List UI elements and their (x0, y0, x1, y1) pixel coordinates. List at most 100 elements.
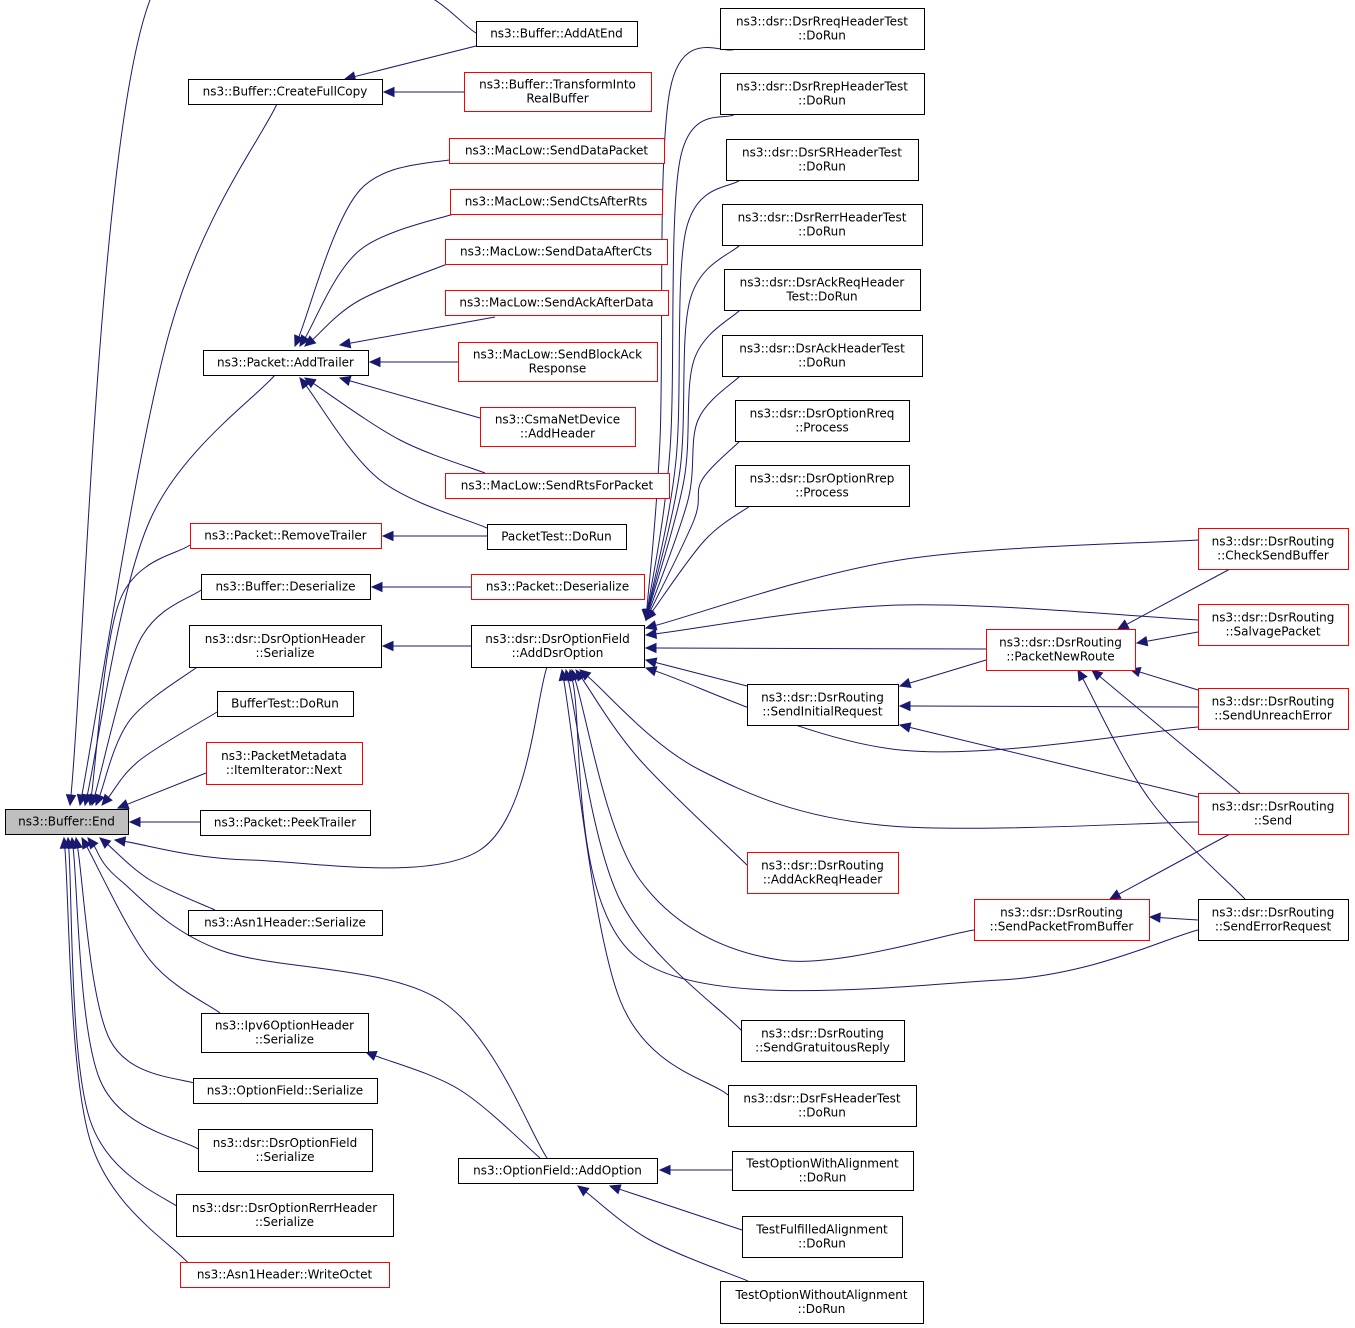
node-dsrrerrser[interactable]: ns3::dsr::DsrOptionRerrHeader::Serialize (176, 1194, 394, 1237)
node-rrepproc[interactable]: ns3::dsr::DsrOptionRrep::Process (735, 465, 910, 507)
edge-line (649, 440, 741, 612)
node-label: ns3::dsr::DsrRouting (761, 691, 884, 705)
node-box (487, 524, 627, 550)
edge-salvage-to-adddsroption (644, 604, 1199, 640)
node-label: ns3::Packet::Deserialize (486, 580, 629, 594)
edge-line (1159, 917, 1199, 921)
node-csma[interactable]: ns3::CsmaNetDevice::AddHeader (480, 407, 636, 447)
node-label: ns3::MacLow::SendDataPacket (465, 144, 648, 158)
edge-adddsroption-to-end (113, 666, 548, 869)
node-testwithout[interactable]: TestOptionWithoutAlignment::DoRun (720, 1281, 924, 1324)
node-box (5, 809, 129, 835)
node-sendpktbuf[interactable]: ns3::dsr::DsrRouting::SendPacketFromBuff… (974, 899, 1150, 941)
node-box (458, 342, 658, 382)
node-packettest[interactable]: PacketTest::DoRun (487, 524, 627, 550)
node-box (189, 625, 382, 668)
edge-line (574, 679, 975, 962)
node-sendctsafterrts[interactable]: ns3::MacLow::SendCtsAfterRts (450, 189, 663, 215)
node-dsrofser[interactable]: ns3::dsr::DsrOptionField::Serialize (198, 1129, 373, 1172)
node-label: ns3::PacketMetadata (221, 749, 347, 763)
node-sendackafterdata[interactable]: ns3::MacLow::SendAckAfterData (445, 290, 669, 316)
edge-line (651, 505, 751, 613)
node-adddsroption[interactable]: ns3::dsr::DsrOptionField::AddDsrOption (471, 625, 645, 668)
node-box (206, 742, 363, 785)
node-label: ::DoRun (798, 1302, 846, 1316)
node-box (720, 73, 925, 115)
edge-writeoctet-to-end (59, 836, 191, 1266)
node-box (974, 899, 1150, 941)
edge-line (571, 679, 1199, 992)
node-asn1ser[interactable]: ns3::Asn1Header::Serialize (188, 910, 383, 936)
edge-arrowhead (81, 836, 92, 850)
node-fstest[interactable]: ns3::dsr::DsrFsHeaderTest::DoRun (728, 1085, 917, 1127)
node-label: ::DoRun (798, 356, 846, 370)
node-rerrtest[interactable]: ns3::dsr::DsrRerrHeaderTest::DoRun (722, 204, 923, 246)
node-rreptest[interactable]: ns3::dsr::DsrRrepHeaderTest::DoRun (720, 73, 925, 115)
node-senderrreq[interactable]: ns3::dsr::DsrRouting::SendErrorRequest (1198, 899, 1349, 941)
edge-line (647, 244, 741, 611)
node-buffertest[interactable]: BufferTest::DoRun (217, 691, 354, 717)
edge-rrepproc-to-adddsroption (645, 505, 751, 621)
node-pktmeta[interactable]: ns3::PacketMetadata::ItemIterator::Next (206, 742, 363, 785)
node-addoption[interactable]: ns3::OptionField::AddOption (458, 1158, 658, 1184)
edge-arrowhead (644, 657, 658, 668)
node-acktest[interactable]: ns3::dsr::DsrAckHeaderTest::DoRun (722, 335, 923, 377)
node-createfullcopy[interactable]: ns3::Buffer::CreateFullCopy (188, 79, 383, 105)
node-senddataaftercts[interactable]: ns3::MacLow::SendDataAfterCts (445, 239, 668, 265)
edge-layer (59, 0, 1246, 1282)
node-label: ::DoRun (799, 1171, 847, 1185)
edge-arrowhead (113, 836, 127, 847)
node-writeoctet[interactable]: ns3::Asn1Header::WriteOctet (180, 1262, 390, 1288)
node-box (188, 910, 383, 936)
node-dsrohser[interactable]: ns3::dsr::DsrOptionHeader::Serialize (189, 625, 382, 668)
node-addackreq[interactable]: ns3::dsr::DsrRouting::AddAckReqHeader (747, 852, 899, 894)
node-label: ns3::MacLow::SendAckAfterData (459, 296, 653, 310)
node-peektrailer[interactable]: ns3::Packet::PeekTrailer (200, 810, 371, 836)
node-label: ::SalvagePacket (1225, 625, 1320, 639)
node-sendgrat[interactable]: ns3::dsr::DsrRouting::SendGratuitousRepl… (741, 1020, 905, 1062)
edge-send-to-pktnewroute (1091, 669, 1241, 794)
node-end[interactable]: ns3::Buffer::End (5, 809, 129, 835)
node-pktnewroute[interactable]: ns3::dsr::DsrRouting::PacketNewRoute (986, 629, 1136, 671)
node-salvage[interactable]: ns3::dsr::DsrRouting::SalvagePacket (1198, 604, 1349, 646)
edge-ipv6ser-to-end (81, 836, 221, 1014)
node-testfulfilled[interactable]: TestFulfilledAlignment::DoRun (742, 1216, 903, 1258)
edge-sendctsafterrts-to-addtrailer (299, 211, 461, 348)
node-addatend[interactable]: ns3::Buffer::AddAtEnd (476, 21, 638, 47)
node-ipv6ser[interactable]: ns3::Ipv6OptionHeader::Serialize (201, 1013, 369, 1053)
node-rreqproc[interactable]: ns3::dsr::DsrOptionRreq::Process (735, 400, 910, 442)
node-label: ns3::dsr::DsrRouting (1212, 535, 1335, 549)
edge-line (587, 676, 1199, 829)
node-label: ns3::dsr::DsrRouting (1212, 695, 1335, 709)
node-senddatapacket[interactable]: ns3::MacLow::SendDataPacket (449, 138, 665, 164)
node-box (724, 269, 921, 311)
edge-addackreq-to-adddsroption (575, 669, 748, 866)
node-sendunreach[interactable]: ns3::dsr::DsrRouting::SendUnreachError (1198, 688, 1349, 730)
node-removetrailer[interactable]: ns3::Packet::RemoveTrailer (190, 523, 382, 549)
node-addtrailer[interactable]: ns3::Packet::AddTrailer (203, 350, 369, 376)
node-label: ns3::dsr::DsrAckHeaderTest (739, 342, 905, 356)
node-box (445, 473, 670, 499)
edge-line (68, 847, 191, 1216)
edge-line (312, 260, 456, 340)
edge-arrowhead (1091, 669, 1104, 681)
node-label: ns3::dsr::DsrRouting (761, 1027, 884, 1041)
node-send[interactable]: ns3::dsr::DsrRouting::Send (1198, 793, 1349, 835)
node-checksend[interactable]: ns3::dsr::DsrRouting::CheckSendBuffer (1198, 528, 1349, 570)
edge-senderrreq-to-pktnewroute (1077, 668, 1246, 900)
node-optfieldser[interactable]: ns3::OptionField::Serialize (193, 1078, 378, 1104)
node-srtest[interactable]: ns3::dsr::DsrSRHeaderTest::DoRun (726, 139, 919, 181)
node-rreqtest[interactable]: ns3::dsr::DsrRreqHeaderTest::DoRun (720, 8, 925, 50)
node-pktdeser[interactable]: ns3::Packet::Deserialize (471, 574, 645, 600)
node-label: ns3::CsmaNetDevice (495, 413, 620, 427)
node-sendrts[interactable]: ns3::MacLow::SendRtsForPacket (445, 473, 670, 499)
node-testwith[interactable]: TestOptionWithAlignment::DoRun (732, 1151, 914, 1191)
edge-line (72, 847, 201, 1151)
edge-rreqtest-to-adddsroption (641, 47, 736, 622)
node-bufdeser[interactable]: ns3::Buffer::Deserialize (201, 574, 371, 600)
node-sendinitreq[interactable]: ns3::dsr::DsrRouting::SendInitialRequest (747, 684, 899, 726)
